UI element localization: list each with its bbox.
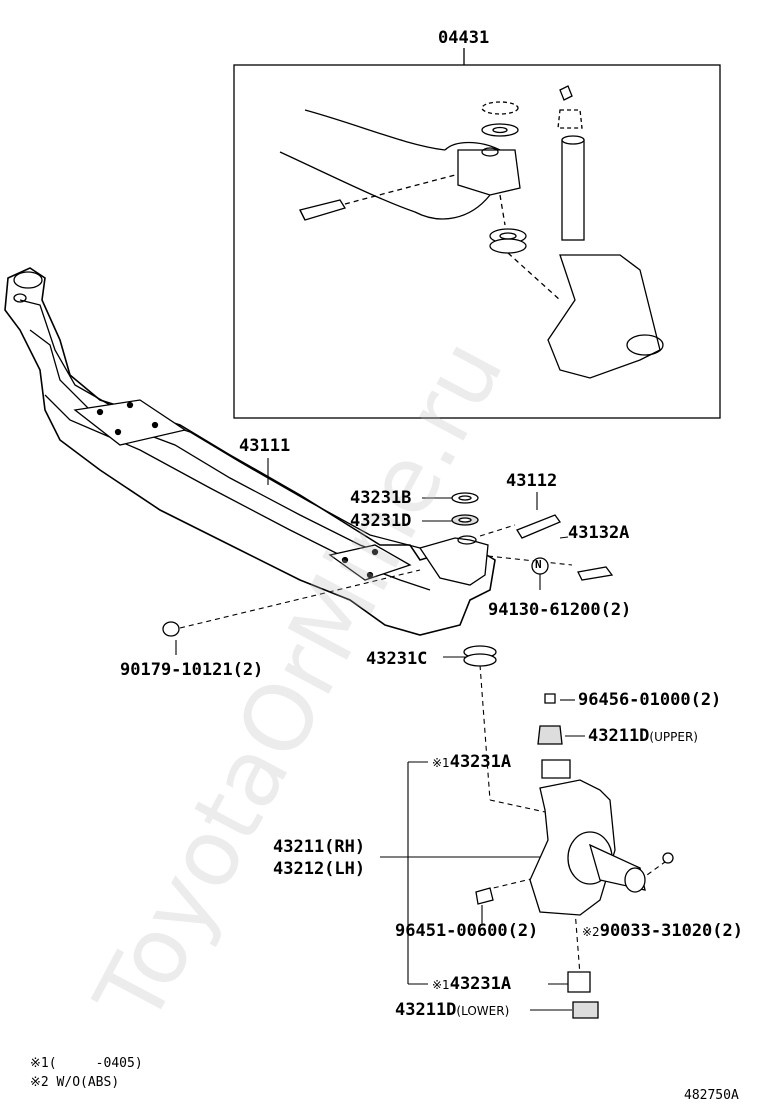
plug-abs-label[interactable]: ※290033-31020(2): [582, 921, 743, 941]
nut-symbol-circle: [531, 557, 549, 575]
group-label[interactable]: 04431: [438, 28, 490, 48]
bushing-c-label[interactable]: 43231C: [366, 649, 428, 669]
dashed-lines: [179, 524, 666, 976]
bushing-a-lower-label[interactable]: ※143231A: [432, 974, 512, 994]
axle-beam-drawing: [4, 267, 496, 636]
nut-label[interactable]: 94130-61200(2): [488, 600, 632, 620]
knuckle-lh-label[interactable]: 43212(LH): [273, 859, 366, 879]
pin-label[interactable]: 43112: [506, 471, 558, 491]
knuckle-rh-label[interactable]: 43211(RH): [273, 837, 366, 857]
footnote-2: ※2 W/O(ABS): [30, 1075, 120, 1090]
figure-code: 482750A: [684, 1088, 739, 1103]
plug-lower-label[interactable]: 43211D(LOWER): [395, 1000, 510, 1020]
nut-symbol: N: [535, 558, 542, 571]
footnote-1: ※1( -0405): [30, 1056, 143, 1071]
leader-lines: [175, 458, 585, 1011]
grease-fitting-lower-label[interactable]: 96451-00600(2): [395, 921, 539, 941]
inset-box: [233, 64, 721, 419]
inset-assembly: [279, 85, 664, 379]
cap-nut-label[interactable]: 90179-10121(2): [120, 660, 264, 680]
bushing-d-label[interactable]: 43231D: [350, 511, 412, 531]
plug-upper-label[interactable]: 43211D(UPPER): [588, 726, 698, 746]
grease-fitting-upper-label[interactable]: 96456-01000(2): [578, 690, 722, 710]
bolt-label[interactable]: 43132A: [568, 523, 630, 543]
axle-beam-label[interactable]: 43111: [239, 436, 291, 456]
bushing-b-label[interactable]: 43231B: [350, 488, 412, 508]
bushing-a-upper-label[interactable]: ※143231A: [432, 752, 512, 772]
